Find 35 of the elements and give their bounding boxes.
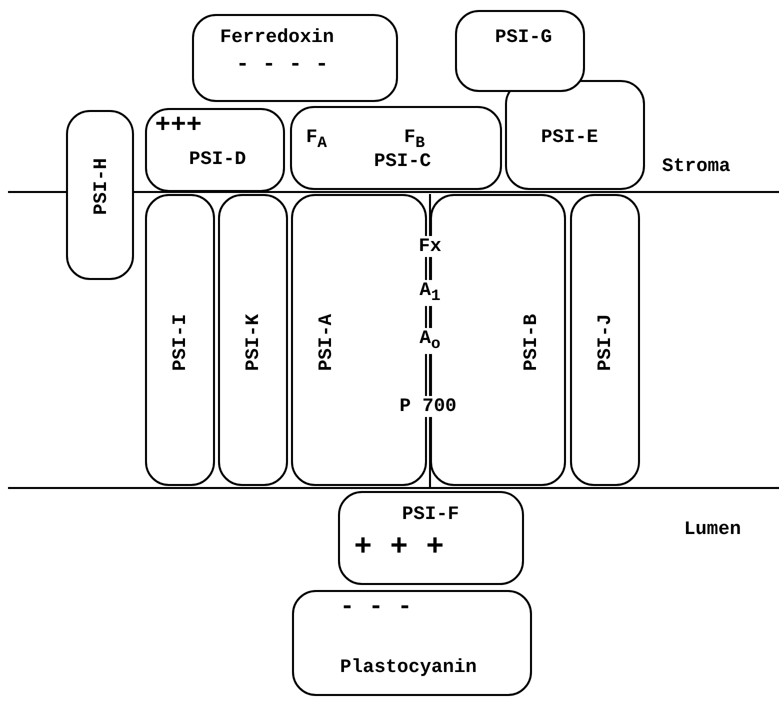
subunit-box: [505, 80, 645, 190]
subunit-label: PSI-D: [189, 150, 246, 169]
subunit-box: [192, 14, 398, 102]
subunit-label: PSI-C: [374, 152, 432, 171]
subunit-label: PSI-B: [522, 314, 541, 372]
subunit-label: PSI-F: [402, 505, 460, 524]
subunit-box: [338, 491, 524, 585]
charge-signs: +++: [155, 112, 202, 138]
region-label: Stroma: [662, 157, 730, 176]
subunit-box: [218, 194, 288, 486]
charge-signs: + + +: [354, 533, 444, 563]
subunit-label: PSI-E: [541, 128, 598, 147]
subunit-box: [570, 194, 640, 486]
subunit-label: F$_{B}$: [404, 128, 425, 152]
region-label: Lumen: [684, 520, 742, 539]
subunit-label: PSI-J: [596, 314, 615, 372]
charge-signs: - - - -: [236, 54, 328, 76]
cofactor-label: A$_{1}$: [418, 280, 442, 306]
subunit-label: Plastocyanin: [340, 658, 477, 677]
cofactor-label: P 700: [398, 396, 458, 417]
subunit-label: PSI-A: [317, 314, 336, 372]
charge-signs: - - -: [340, 596, 412, 620]
subunit-box: [455, 10, 585, 92]
subunit-label: PSI-G: [495, 28, 552, 47]
subunit-box: [66, 110, 134, 280]
subunit-box: [145, 108, 285, 192]
subunit-box: [292, 590, 532, 696]
subunit-label: PSI-H: [92, 158, 111, 216]
cofactor-label: A$_{o}$: [418, 328, 442, 354]
subunit-label: F$_{A}$: [306, 128, 327, 152]
subunit-label: PSI-K: [244, 314, 263, 372]
subunit-label: PSI-I: [171, 314, 190, 372]
subunit-box: [145, 194, 215, 486]
subunit-label: Ferredoxin: [220, 28, 334, 47]
subunit-box: [290, 106, 502, 190]
